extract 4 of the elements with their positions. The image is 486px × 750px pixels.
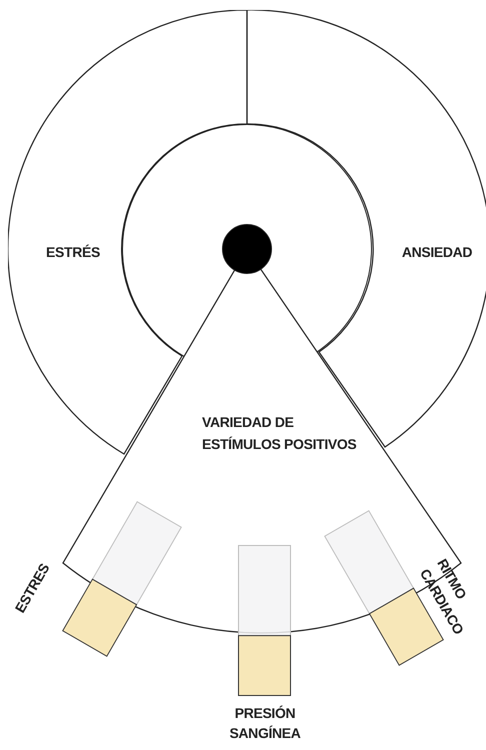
region-label: VARIEDAD DE ESTÍMULOS POSITIVOS <box>202 413 358 454</box>
region-label: ESTRÉS <box>45 243 101 262</box>
bar-label: PRESIÓN SANGÍNEA <box>228 704 302 743</box>
region-label: ANSIEDAD <box>400 243 474 262</box>
